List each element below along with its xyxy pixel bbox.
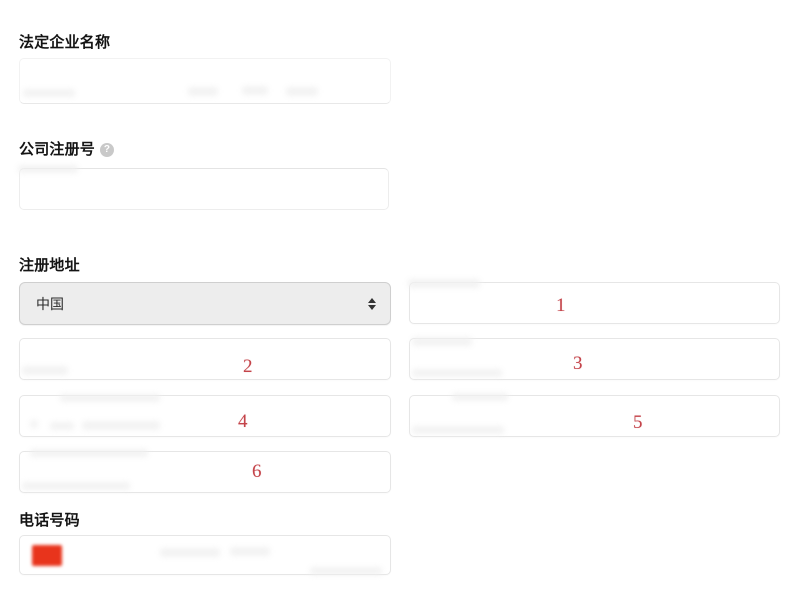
address-line-3-input[interactable] bbox=[409, 337, 780, 380]
registered-address-label: 注册地址 bbox=[19, 256, 80, 276]
china-flag-icon[interactable] bbox=[32, 545, 62, 566]
address-line-2-input[interactable] bbox=[19, 338, 391, 380]
registered-address-label-text: 注册地址 bbox=[19, 257, 80, 274]
question-mark-circle-icon[interactable] bbox=[100, 143, 115, 157]
country-select-value: 中国 bbox=[36, 295, 64, 312]
company-registration-number-label-text: 公司注册号 bbox=[19, 141, 96, 158]
legal-business-name-label-text: 法定企业名称 bbox=[19, 34, 111, 51]
phone-number-input[interactable] bbox=[19, 535, 391, 575]
address-line-4-input[interactable] bbox=[19, 394, 391, 437]
legal-business-name-label: 法定企业名称 bbox=[19, 33, 110, 53]
country-select[interactable]: 中国 bbox=[19, 282, 391, 325]
address-line-1-input[interactable] bbox=[408, 279, 780, 324]
company-registration-number-label: 公司注册号 bbox=[19, 140, 115, 160]
legal-business-name-input[interactable] bbox=[19, 58, 391, 104]
company-registration-number-input[interactable] bbox=[18, 165, 389, 210]
updown-chevron-icon bbox=[368, 296, 378, 312]
phone-number-label-text: 电话号码 bbox=[19, 512, 80, 529]
address-line-6-input[interactable] bbox=[19, 449, 391, 493]
address-line-5-input[interactable] bbox=[409, 393, 780, 437]
phone-number-label: 电话号码 bbox=[19, 511, 80, 531]
